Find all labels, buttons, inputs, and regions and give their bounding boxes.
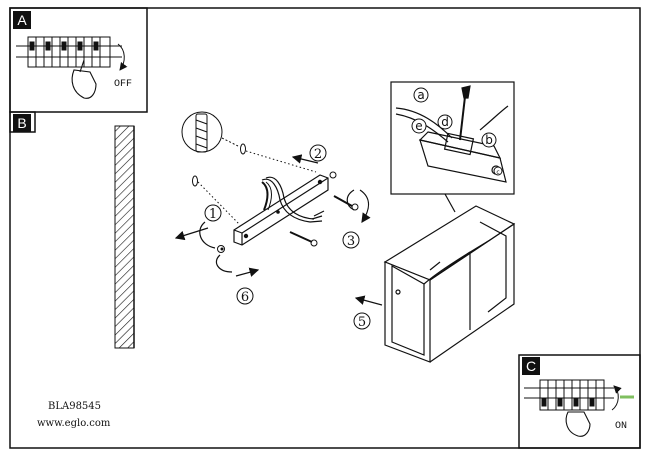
step-badges: 1 2 3 4 5 6 [204,144,417,330]
switch-state-off: OFF [114,79,132,90]
fixing-screws [217,171,359,253]
step-badge-6: 6 [236,287,254,305]
wall-plug-detail [181,111,246,155]
panel-label-a-text: A [17,12,27,28]
panel-label-c-text: C [526,358,536,374]
website: www.eglo.com [37,418,111,429]
breaker-switch-c [524,379,634,437]
step-badge-2: 2 [309,144,327,162]
switch-state-on: ON [615,421,627,432]
mains-cable [261,176,325,223]
step-number-5: 5 [358,315,366,330]
drill-guides [192,150,317,226]
mounting-bracket [233,174,329,246]
step-number-6: 6 [241,290,249,305]
part-label-b: b [485,133,493,147]
part-label-c: c [496,169,499,176]
luminaire-housing [383,205,516,363]
step-badge-1: 1 [204,204,222,222]
part-label-a: a [417,88,424,102]
outer-frame [9,7,641,449]
panel-label-b-text: B [17,115,26,131]
panel-label-b: B [13,114,31,132]
part-label-e: e [415,119,422,133]
wall [114,125,135,349]
detail-part-labels: a b c d e [411,87,503,176]
breaker-switch-a [16,36,128,99]
step-arrows [174,154,383,306]
panel-label-c: C [522,357,540,375]
step-badge-3: 3 [342,231,360,249]
terminal-detail [390,81,515,213]
step-number-3: 3 [347,234,355,249]
panel-a-box [9,7,148,113]
panel-c-box [518,354,641,449]
panel-label-a: A [13,11,31,29]
model-number: BLA98545 [48,401,101,412]
step-number-1: 1 [209,207,217,222]
step-number-2: 2 [314,147,322,162]
step-badge-5: 5 [353,312,371,330]
part-label-d: d [441,115,449,129]
